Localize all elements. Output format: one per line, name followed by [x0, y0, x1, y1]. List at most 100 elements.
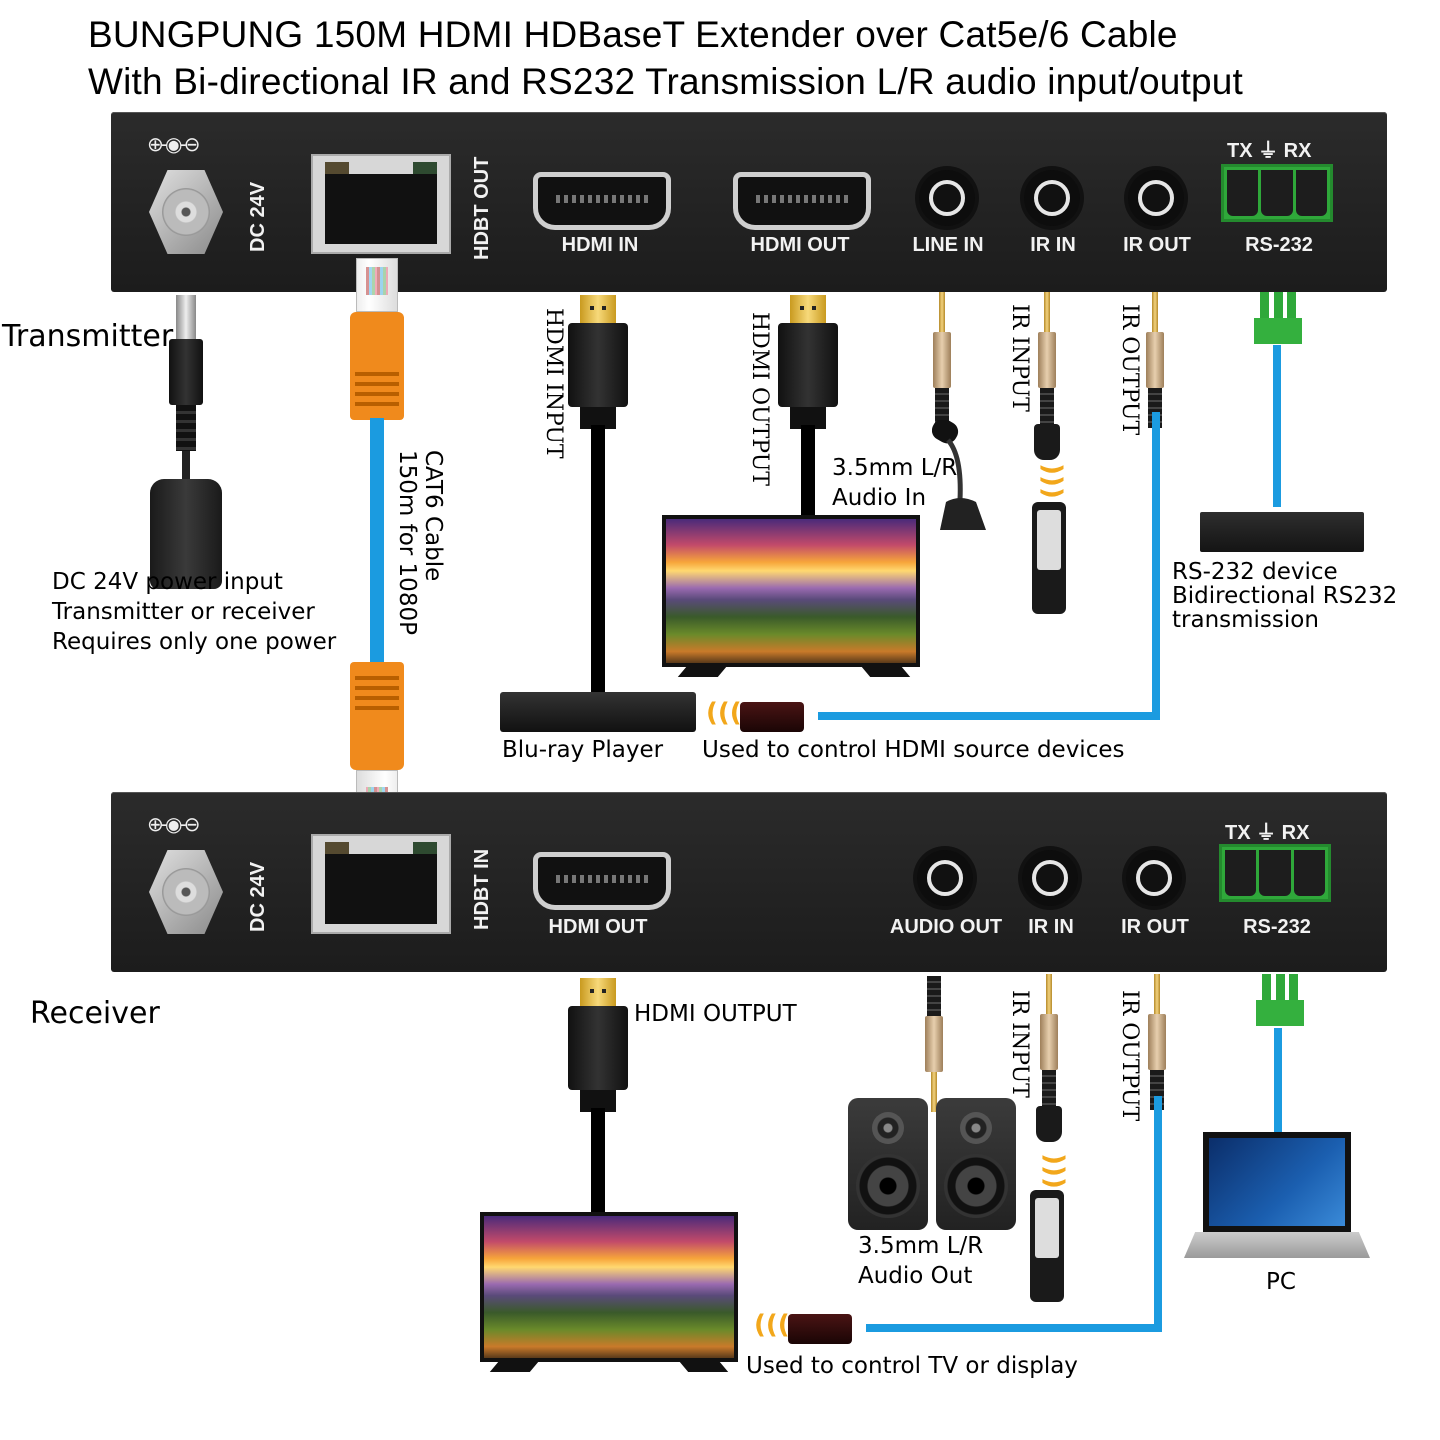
tv-stand-icon — [677, 667, 727, 677]
ir-emitter-plug-icon — [1146, 292, 1164, 428]
receiver-label: Receiver — [30, 996, 160, 1031]
tv-display-icon — [480, 1212, 738, 1362]
rs232-plug-icon — [1254, 292, 1302, 344]
microphone-icon — [931, 418, 992, 530]
hdmi-out-port — [533, 852, 671, 910]
rs232-device-line-1: RS-232 device — [1172, 559, 1338, 585]
receiver-ir-output-label: IR OUTPUT — [1117, 990, 1142, 1122]
ir-in-label: IR IN — [1030, 234, 1076, 256]
power-note-line-3: Requires only one power — [52, 629, 337, 655]
ir-out-jack — [1128, 170, 1184, 226]
pc-label: PC — [1266, 1269, 1296, 1295]
receiver-hdmi-output-label: HDMI OUTPUT — [634, 1001, 797, 1027]
hdmi-plug-icon — [568, 295, 628, 429]
audio-out-jack — [917, 850, 973, 906]
rs232-label: RS-232 — [1243, 916, 1311, 938]
ir-output-label: IR OUTPUT — [1117, 304, 1142, 436]
ir-receiver-icon — [1036, 1106, 1062, 1142]
power-note-line-2: Transmitter or receiver — [52, 599, 315, 625]
rs232-pin-labels: TX ⏚ RX — [1227, 140, 1312, 162]
audio-out-line-1: 3.5mm L/R — [858, 1233, 984, 1259]
cat6-cable — [370, 418, 384, 664]
bluray-label: Blu-ray Player — [502, 737, 664, 763]
ir-out-jack — [1126, 850, 1182, 906]
tv-display-icon — [662, 515, 920, 667]
rs232-device-icon — [1200, 512, 1364, 552]
pc-laptop-icon — [1184, 1132, 1370, 1258]
dc-power-jack — [149, 170, 223, 254]
ir-out-label: IR OUT — [1123, 234, 1191, 256]
hdmi-in-label: HDMI IN — [561, 234, 639, 256]
rs232-terminal-block — [1221, 164, 1333, 222]
power-note-line-1: DC 24V power input — [52, 569, 283, 595]
hdmi-plug-icon — [778, 295, 838, 429]
rj45-port — [311, 154, 451, 254]
hdmi-input-cable — [591, 425, 605, 693]
tv-stand-icon — [489, 1362, 539, 1372]
line-in-jack — [919, 170, 975, 226]
receiver-ir-emitter-caption: Used to control TV or display — [746, 1353, 1078, 1379]
ir-emitter-plug-icon — [1148, 974, 1166, 1110]
receiver-panel: ⊕-◉-⊖ DC 24V HDBT IN HDMI OUT AUDIO OUT … — [111, 792, 1387, 972]
remote-control-icon — [1030, 1190, 1064, 1302]
hdmi-in-port — [533, 172, 671, 230]
ir-in-jack — [1024, 170, 1080, 226]
hdmi-out-port — [733, 172, 871, 230]
tv-stand-icon — [679, 1362, 729, 1372]
dc-24v-label: DC 24V — [247, 861, 269, 932]
receiver-ir-output-cable — [1154, 1096, 1162, 1332]
audio-in-line-2: Audio In — [832, 485, 927, 511]
ir-signal-icon: ))) — [1038, 1153, 1069, 1189]
receiver-ir-input-label: IR INPUT — [1007, 990, 1032, 1098]
hdmi-output-cable — [591, 1108, 605, 1212]
ir-in-jack — [1022, 850, 1078, 906]
polarity-icon: ⊕-◉-⊖ — [147, 812, 200, 836]
audio-out-line-2: Audio Out — [858, 1263, 973, 1289]
ir-receiver-icon — [1034, 424, 1060, 460]
line-in-label: LINE IN — [912, 234, 984, 256]
rs232-device-line-3: transmission — [1172, 607, 1319, 633]
polarity-icon: ⊕-◉-⊖ — [147, 132, 200, 156]
ir-out-label: IR OUT — [1121, 916, 1189, 938]
speaker-left-icon — [848, 1098, 928, 1230]
bluray-player-icon — [500, 692, 696, 732]
ir-signal-icon: ((( — [754, 1310, 790, 1340]
speaker-right-icon — [936, 1098, 1016, 1230]
ir-emitter-icon — [788, 1314, 852, 1344]
rs232-cable — [1273, 345, 1281, 507]
ir-output-cable — [1152, 412, 1160, 720]
cat6-label-line-1: CAT6 Cable — [420, 450, 446, 582]
power-adapter-icon — [150, 295, 222, 589]
ir-output-cable — [818, 712, 1160, 720]
hdmi-input-label: HDMI INPUT — [541, 308, 566, 459]
hdmi-out-label: HDMI OUT — [548, 916, 648, 938]
aux-plug-icon — [925, 976, 943, 1112]
hdmi-output-label: HDMI OUTPUT — [747, 312, 772, 486]
title-line-2: With Bi-directional IR and RS232 Transmi… — [88, 61, 1244, 102]
rs232-cable — [1274, 1028, 1282, 1132]
rs232-device-line-2: Bidirectional RS232 — [1172, 583, 1398, 609]
dc-power-jack — [149, 850, 223, 934]
title-line-1: BUNGPUNG 150M HDMI HDBaseT Extender over… — [88, 14, 1178, 55]
hdmi-output-cable — [801, 425, 815, 517]
rs232-plug-icon — [1256, 974, 1304, 1026]
ir-in-label: IR IN — [1028, 916, 1074, 938]
ir-signal-icon: ))) — [1036, 463, 1067, 499]
hdmi-plug-icon — [568, 978, 628, 1112]
dc-24v-label: DC 24V — [247, 181, 269, 252]
rj45-plug-top-icon — [350, 258, 404, 420]
rs232-label: RS-232 — [1245, 234, 1313, 256]
ir-emitter-caption: Used to control HDMI source devices — [702, 737, 1125, 763]
ir-receiver-plug-icon — [1038, 292, 1056, 428]
rs232-pin-labels: TX ⏚ RX — [1225, 822, 1310, 844]
audio-out-label: AUDIO OUT — [889, 916, 1003, 938]
audio-in-line-1: 3.5mm L/R — [832, 455, 958, 481]
transmitter-panel: ⊕-◉-⊖ DC 24V HDBT OUT HDMI IN HDMI OUT L… — [111, 112, 1387, 292]
hdbt-out-label: HDBT OUT — [471, 156, 493, 260]
ir-emitter-icon — [740, 702, 804, 732]
rj45-port — [311, 834, 451, 934]
receiver-ir-output-cable — [866, 1324, 1162, 1332]
transmitter-label: Transmitter — [2, 319, 174, 354]
ir-receiver-plug-icon — [1040, 974, 1058, 1110]
cat6-label-line-2: 150m for 1080P — [394, 450, 420, 635]
